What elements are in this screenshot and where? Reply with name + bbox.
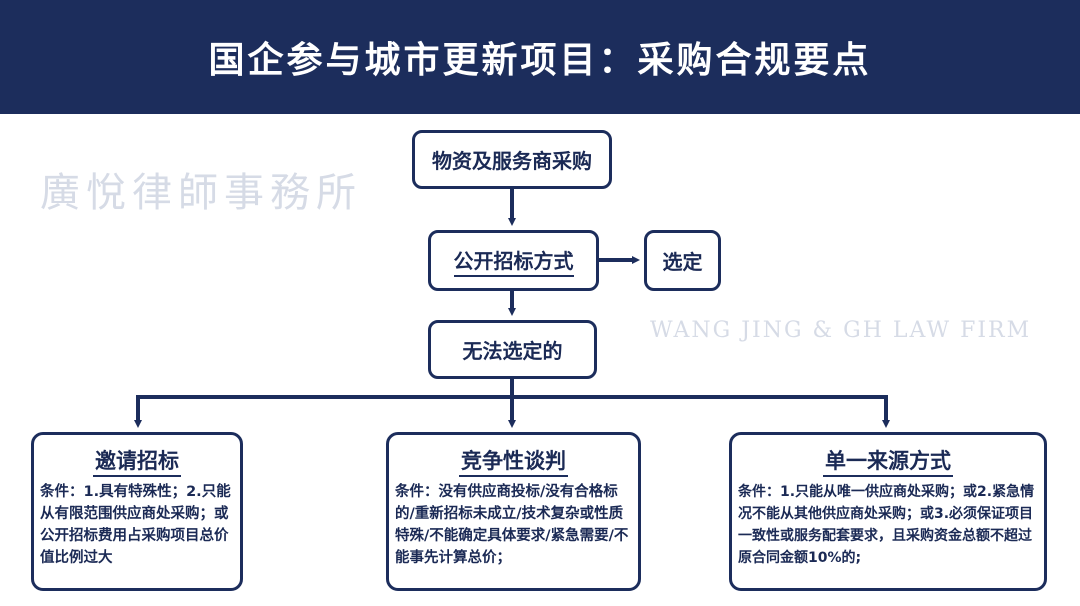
node-selected: 选定 [644, 230, 721, 291]
method-title: 竞争性谈判 [459, 449, 568, 477]
node-failed: 无法选定的 [428, 320, 597, 379]
method-conditions: 条件：1.只能从唯一供应商处采购；或2.紧急情况不能从其他供应商处采购；或3.必… [738, 484, 1035, 566]
method-card-invite: 邀请招标 条件：1.具有特殊性；2.只能从有限范围供应商处采购；或公开招标费用占… [31, 432, 243, 591]
method-conditions: 条件：1.具有特殊性；2.只能从有限范围供应商处采购；或公开招标费用占采购项目总… [40, 484, 231, 566]
page-title: 国企参与城市更新项目：采购合规要点 [208, 39, 872, 81]
node-selected-label: 选定 [662, 250, 703, 274]
header-banner: 国企参与城市更新项目：采购合规要点 [0, 0, 1080, 114]
method-conditions: 条件：没有供应商投标/没有合格标的/重新招标未成立/技术复杂或性质特殊/不能确定… [395, 484, 629, 566]
method-title: 邀请招标 [93, 449, 181, 477]
method-title: 单一来源方式 [823, 449, 953, 477]
node-start: 物资及服务商采购 [412, 130, 612, 189]
method-card-single-source: 单一来源方式 条件：1.只能从唯一供应商处采购；或2.紧急情况不能从其他供应商处… [729, 432, 1047, 591]
method-card-negotiation: 竞争性谈判 条件：没有供应商投标/没有合格标的/重新招标未成立/技术复杂或性质特… [386, 432, 641, 591]
node-public-tender: 公开招标方式 [428, 230, 599, 291]
node-public-label: 公开招标方式 [453, 245, 574, 277]
node-failed-label: 无法选定的 [462, 339, 563, 363]
node-start-label: 物资及服务商采购 [432, 149, 592, 173]
